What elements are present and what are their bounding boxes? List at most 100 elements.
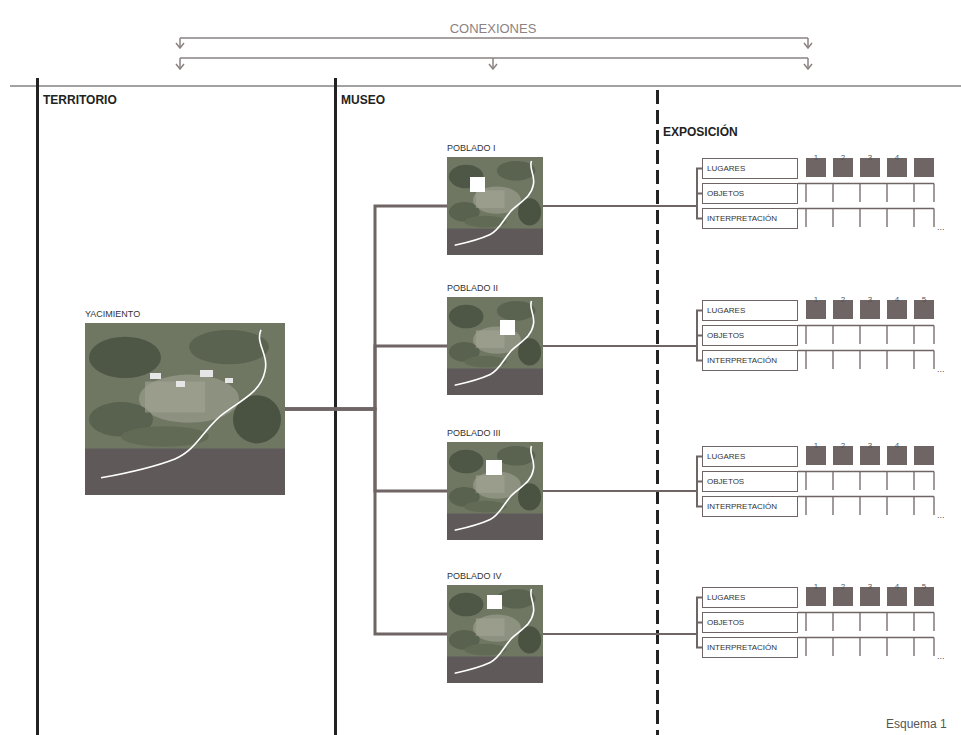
exhibit-grid — [798, 587, 934, 656]
connections-bracket — [176, 38, 812, 69]
connector — [543, 623, 702, 635]
category-label: INTERPRETACIÓN — [707, 356, 777, 366]
label-slot: 4 — [887, 288, 907, 306]
category-box: OBJETOS — [702, 471, 798, 492]
column-header: TERRITORIO — [43, 93, 117, 107]
category-box: OBJETOS — [702, 325, 798, 346]
label-slot: ... — [937, 645, 945, 663]
label-slot: 3 — [860, 575, 880, 593]
item-number: 2 — [841, 295, 845, 304]
aerial-photo — [447, 585, 543, 683]
label-slot: 5 — [914, 575, 934, 593]
category-label: LUGARES — [707, 593, 745, 603]
connector — [543, 457, 702, 492]
category-box: LUGARES — [702, 446, 798, 467]
aerial-photo — [447, 157, 543, 255]
category-label: OBJETOS — [707, 331, 744, 341]
item-number: 2 — [841, 582, 845, 591]
label-slot: ... — [937, 216, 945, 234]
label-slot: 3 — [860, 434, 880, 452]
category-box: INTERPRETACIÓN — [702, 208, 798, 229]
label-slot: 4 — [887, 146, 907, 164]
label-slot: 5 — [914, 288, 934, 306]
category-label: OBJETOS — [707, 189, 744, 199]
connector — [543, 311, 702, 347]
label-slot: 2 — [833, 575, 853, 593]
bracket-title: CONEXIONES — [450, 21, 537, 36]
label-slot: ... — [937, 358, 945, 376]
aerial-photo — [447, 442, 543, 540]
label-slot: 2 — [833, 288, 853, 306]
ellipsis: ... — [937, 364, 945, 374]
connector — [543, 598, 702, 635]
item-number: 4 — [895, 153, 899, 162]
item-number: 3 — [868, 295, 872, 304]
category-box: LUGARES — [702, 587, 798, 608]
exhibit-grid — [798, 446, 934, 515]
category-label: INTERPRETACIÓN — [707, 214, 777, 224]
category-label: OBJETOS — [707, 618, 744, 628]
ellipsis: ... — [937, 222, 945, 232]
label-slot: Esquema 1 — [886, 714, 947, 732]
item-number: 3 — [868, 441, 872, 450]
aerial-photo — [447, 297, 543, 395]
label-slot: CONEXIONES — [420, 19, 566, 37]
category-box: OBJETOS — [702, 612, 798, 633]
item-number: 1 — [814, 441, 818, 450]
connector — [285, 346, 447, 409]
connector — [285, 409, 447, 634]
item-number: 1 — [814, 153, 818, 162]
exhibit-grid — [798, 158, 934, 227]
site-buildings — [150, 370, 233, 387]
label-slot: 2 — [833, 146, 853, 164]
label-slot: ... — [937, 504, 945, 522]
label-slot: 1 — [806, 575, 826, 593]
exhibit-grid — [798, 300, 934, 369]
connector — [543, 482, 702, 492]
connector — [543, 491, 702, 507]
ellipsis: ... — [937, 510, 945, 520]
settlement-marker — [470, 177, 515, 609]
label-slot: MUSEO — [341, 90, 385, 108]
ellipsis: ... — [937, 651, 945, 661]
label-slot: 1 — [806, 434, 826, 452]
item-number: 4 — [895, 582, 899, 591]
label-slot: EXPOSICIÓN — [663, 122, 738, 140]
category-label: LUGARES — [707, 164, 745, 174]
category-label: LUGARES — [707, 452, 745, 462]
label-slot: 3 — [860, 288, 880, 306]
item-number: 2 — [841, 441, 845, 450]
connector — [543, 169, 702, 207]
item-number: 4 — [895, 295, 899, 304]
category-label: LUGARES — [707, 306, 745, 316]
column-header: EXPOSICIÓN — [663, 125, 738, 139]
connector — [543, 346, 702, 361]
item-number: 1 — [814, 295, 818, 304]
column-header: MUSEO — [341, 93, 385, 107]
caption: Esquema 1 — [886, 717, 947, 731]
photo-node: POBLADO III — [447, 442, 543, 540]
category-box: LUGARES — [702, 158, 798, 179]
category-box: INTERPRETACIÓN — [702, 637, 798, 658]
label-slot: TERRITORIO — [43, 90, 117, 108]
connector — [543, 336, 702, 347]
connector — [543, 206, 702, 219]
item-number: 5 — [922, 295, 926, 304]
connector — [543, 634, 702, 648]
item-number: 3 — [868, 153, 872, 162]
aerial-photo — [85, 323, 285, 495]
category-label: INTERPRETACIÓN — [707, 502, 777, 512]
item-number: 1 — [814, 582, 818, 591]
label-slot: 3 — [860, 146, 880, 164]
photo-node: POBLADO I — [447, 157, 543, 255]
header-rule — [10, 86, 961, 87]
label-slot: 4 — [887, 434, 907, 452]
connector — [285, 206, 447, 409]
category-label: INTERPRETACIÓN — [707, 643, 777, 653]
photo-node: POBLADO IV — [447, 585, 543, 683]
item-number: 2 — [841, 153, 845, 162]
category-box: LUGARES — [702, 300, 798, 321]
